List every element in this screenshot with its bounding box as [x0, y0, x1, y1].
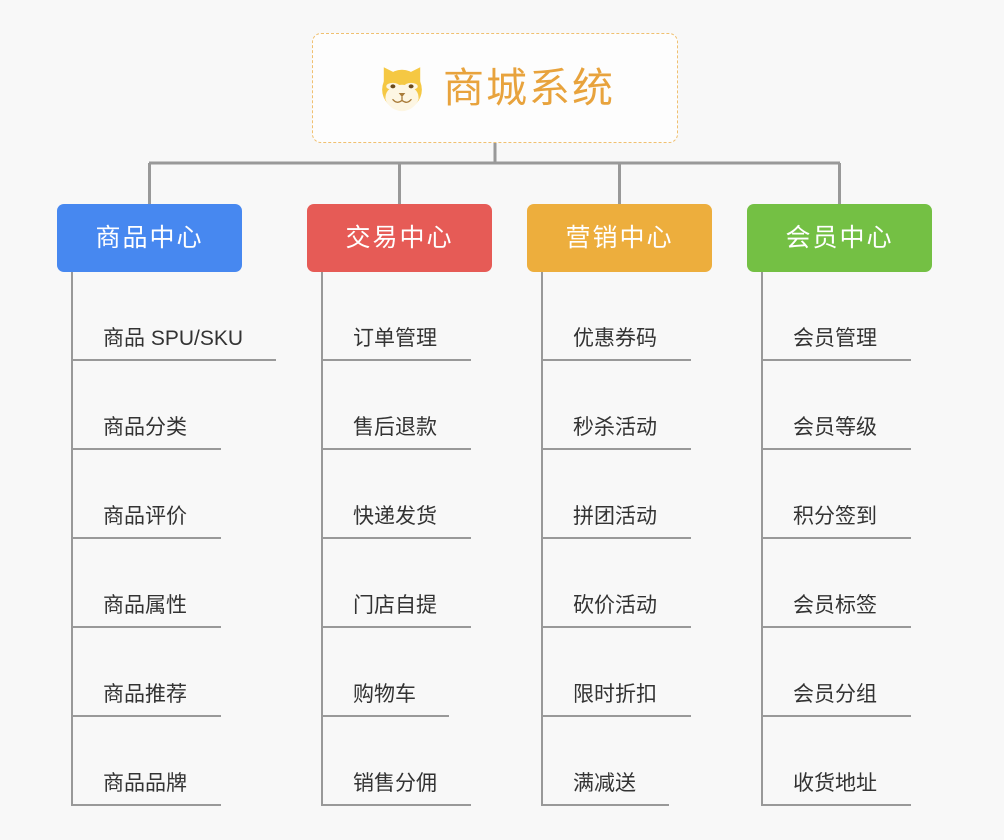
leaf-underline [540, 804, 669, 806]
leaf-underline [70, 804, 221, 806]
leaf-item[interactable]: 商品品牌 [70, 717, 242, 806]
leaf-item[interactable]: 会员分组 [760, 628, 932, 717]
leaf-underline [760, 537, 911, 539]
leaf-label: 优惠券码 [573, 326, 657, 350]
leaf-label: 满减送 [573, 771, 636, 795]
leaf-underline [320, 804, 471, 806]
leaf-item[interactable]: 商品分类 [70, 361, 242, 450]
root-title: 商城系统 [443, 64, 615, 111]
leaf-label: 商品推荐 [103, 682, 187, 706]
leaf-label: 砍价活动 [573, 593, 657, 617]
leaf-item[interactable]: 销售分佣 [320, 717, 492, 806]
leaf-underline [540, 448, 691, 450]
leaf-underline [320, 715, 449, 717]
branch-column-1: 交易中心 订单管理售后退款快递发货门店自提购物车销售分佣 [307, 204, 492, 806]
leaf-item[interactable]: 商品评价 [70, 450, 242, 539]
leaf-underline [320, 626, 471, 628]
leaf-label: 拼团活动 [573, 504, 657, 528]
leaf-label: 购物车 [353, 682, 416, 706]
branch-column-3: 会员中心 会员管理会员等级积分签到会员标签会员分组收货地址 [747, 204, 932, 806]
leaf-label: 商品分类 [103, 415, 187, 439]
leaf-label: 收货地址 [793, 771, 877, 795]
leaf-label: 商品评价 [103, 504, 187, 528]
leaf-label: 会员管理 [793, 326, 877, 350]
leaf-item[interactable]: 收货地址 [760, 717, 932, 806]
leaf-label: 商品 SPU/SKU [103, 326, 244, 350]
leaf-label: 商品属性 [103, 593, 187, 617]
leaf-item[interactable]: 秒杀活动 [540, 361, 712, 450]
leaf-item[interactable]: 优惠券码 [540, 272, 712, 361]
category-label-1: 交易中心 [345, 223, 454, 252]
leaf-item[interactable]: 砍价活动 [540, 539, 712, 628]
leaf-underline [760, 804, 911, 806]
leaf-underline [70, 359, 276, 361]
leaf-item[interactable]: 订单管理 [320, 272, 492, 361]
leaf-item[interactable]: 会员管理 [760, 272, 932, 361]
leaf-label: 限时折扣 [573, 682, 657, 706]
leaf-list-2: 优惠券码秒杀活动拼团活动砍价活动限时折扣满减送 [540, 272, 712, 806]
leaf-label: 会员标签 [793, 593, 877, 617]
leaf-underline [320, 448, 471, 450]
leaf-item[interactable]: 商品 SPU/SKU [70, 272, 276, 361]
leaf-label: 积分签到 [793, 504, 877, 528]
leaf-underline [70, 537, 221, 539]
leaf-label: 秒杀活动 [573, 415, 657, 439]
leaf-label: 销售分佣 [353, 771, 437, 795]
leaf-item[interactable]: 满减送 [540, 717, 712, 806]
leaf-underline [540, 626, 691, 628]
leaf-underline [760, 715, 911, 717]
leaf-underline [70, 626, 221, 628]
leaf-underline [70, 715, 221, 717]
category-label-2: 营销中心 [565, 223, 674, 252]
leaf-list-1: 订单管理售后退款快递发货门店自提购物车销售分佣 [320, 272, 492, 806]
leaf-label: 会员等级 [793, 415, 877, 439]
leaf-underline [540, 537, 691, 539]
leaf-list-3: 会员管理会员等级积分签到会员标签会员分组收货地址 [760, 272, 932, 806]
root-node[interactable]: 商城系统 [312, 33, 678, 143]
leaf-item[interactable]: 积分签到 [760, 450, 932, 539]
category-label-0: 商品中心 [95, 223, 204, 252]
category-box-3[interactable]: 会员中心 [747, 204, 932, 272]
leaf-underline [760, 359, 911, 361]
leaf-underline [760, 448, 911, 450]
leaf-label: 会员分组 [793, 682, 877, 706]
leaf-item[interactable]: 商品推荐 [70, 628, 242, 717]
leaf-item[interactable]: 购物车 [320, 628, 492, 717]
leaf-list-0: 商品 SPU/SKU 商品分类商品评价商品属性商品推荐商品品牌 [70, 272, 276, 806]
leaf-item[interactable]: 商品属性 [70, 539, 242, 628]
leaf-underline [70, 448, 221, 450]
leaf-label: 门店自提 [353, 593, 437, 617]
leaf-item[interactable]: 门店自提 [320, 539, 492, 628]
branch-column-2: 营销中心 优惠券码秒杀活动拼团活动砍价活动限时折扣满减送 [527, 204, 712, 806]
category-box-1[interactable]: 交易中心 [307, 204, 492, 272]
leaf-item[interactable]: 会员标签 [760, 539, 932, 628]
leaf-item[interactable]: 快递发货 [320, 450, 492, 539]
leaf-underline [540, 715, 691, 717]
leaf-label: 商品品牌 [103, 771, 187, 795]
category-label-3: 会员中心 [785, 223, 894, 252]
leaf-item[interactable]: 限时折扣 [540, 628, 712, 717]
leaf-underline [760, 626, 911, 628]
leaf-label: 快递发货 [353, 504, 437, 528]
category-box-2[interactable]: 营销中心 [527, 204, 712, 272]
leaf-underline [540, 359, 691, 361]
leaf-item[interactable]: 拼团活动 [540, 450, 712, 539]
leaf-label: 售后退款 [353, 415, 437, 439]
category-box-0[interactable]: 商品中心 [57, 204, 242, 272]
leaf-item[interactable]: 售后退款 [320, 361, 492, 450]
leaf-underline [320, 359, 471, 361]
leaf-label: 订单管理 [353, 326, 437, 350]
leaf-item[interactable]: 会员等级 [760, 361, 932, 450]
branch-column-0: 商品中心 商品 SPU/SKU 商品分类商品评价商品属性商品推荐商品品牌 [57, 204, 276, 806]
dog-face-icon [375, 64, 429, 112]
leaf-underline [320, 537, 471, 539]
